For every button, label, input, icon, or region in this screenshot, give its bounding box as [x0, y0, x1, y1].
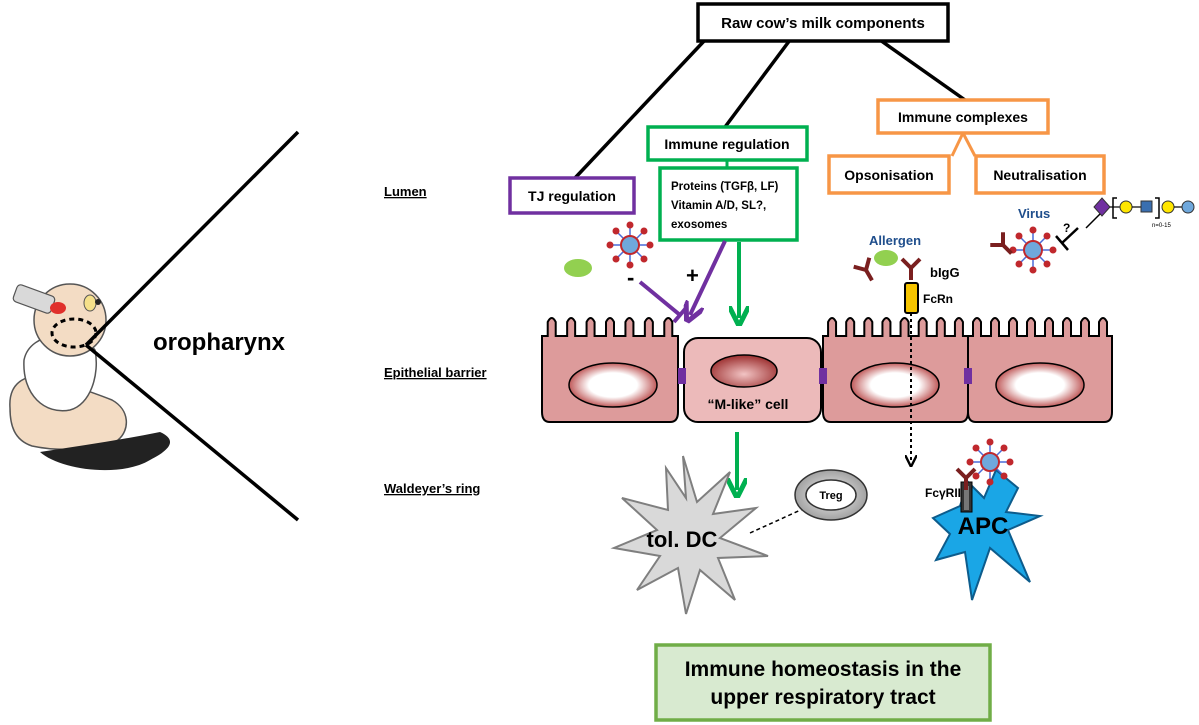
treg-label: Treg [819, 490, 842, 502]
immune-complexes-label: Immune complexes [898, 109, 1028, 125]
epithelial-cell-3 [822, 317, 969, 423]
opsonisation-box [827, 154, 951, 195]
bigg-label: bIgG [930, 265, 960, 280]
fcrn-label: FcRn [923, 292, 953, 306]
allergen-particle [874, 250, 898, 266]
fcrn-receptor [904, 282, 919, 314]
layer-epithelial-label: Epithelial barrier [384, 365, 487, 380]
inhibition-bar [1055, 235, 1069, 251]
detail-exosomes: exosomes [671, 219, 727, 231]
epithelial-nucleus [568, 362, 658, 408]
apc-label: APC [958, 513, 1009, 540]
apc-cell [931, 468, 1044, 601]
connector-neutralisation [961, 132, 977, 157]
tj-enhance-arrow [690, 240, 727, 315]
glycan-link [1085, 213, 1101, 229]
epithelial-nucleus [850, 362, 940, 408]
connector-tj [573, 38, 707, 180]
m-like-nucleus [710, 354, 778, 388]
immune-regulation-details-box [658, 166, 799, 242]
connector-opsonisation [950, 132, 965, 157]
oropharynx-lower-line [84, 343, 300, 522]
epithelial-nucleus [995, 362, 1085, 408]
infant-illustration [9, 283, 171, 471]
neutralising-antibody [990, 232, 1018, 260]
allergen-particle-left [564, 259, 592, 277]
connector-immune-complexes [878, 38, 967, 102]
oropharynx-label: oropharynx [153, 329, 286, 356]
allergen-label: Allergen [869, 233, 921, 248]
epithelial-cell-1 [541, 317, 679, 423]
fcgrii-label: FcγRII [925, 486, 961, 500]
connector-immune-regulation [723, 38, 792, 129]
glycan-structure [1093, 197, 1195, 219]
plus-sign: + [686, 263, 699, 288]
detail-vitamins: Vitamin A/D, SL?, [671, 200, 766, 212]
immune-regulation-box [646, 125, 809, 162]
treg-nucleus [805, 479, 857, 511]
tight-junction-1 [678, 368, 686, 384]
opsonisation-label: Opsonisation [844, 167, 933, 183]
homeostasis-line-2: upper respiratory tract [710, 686, 935, 709]
layer-lumen-label: Lumen [384, 184, 427, 199]
epithelial-cell-4 [967, 317, 1113, 423]
virus-particle [1008, 225, 1058, 275]
tolerogenic-dc [610, 455, 769, 615]
dc-treg-link [749, 507, 806, 534]
virus-particle-left [605, 220, 655, 270]
tj-regulation-box [508, 176, 636, 215]
bigg-antibody [900, 257, 922, 282]
tight-junction-3 [964, 368, 972, 384]
tj-inhibition-arrow [638, 280, 682, 317]
apc-virus [965, 437, 1015, 487]
tol-dc-label: tol. DC [647, 527, 718, 552]
minus-sign: - [627, 265, 634, 290]
glycan-repeat-label: n=0-15 [1152, 223, 1172, 229]
tight-junction-2 [819, 368, 827, 384]
inhibition-line [1061, 227, 1079, 244]
m-like-cell-label: “M-like” cell [708, 396, 789, 412]
raw-milk-label: Raw cow’s milk components [721, 15, 925, 32]
virus-label: Virus [1018, 206, 1050, 221]
immune-regulation-label: Immune regulation [664, 136, 789, 152]
fcgrii-core [964, 486, 969, 510]
immune-homeostasis-box [654, 643, 992, 722]
neutralisation-label: Neutralisation [993, 167, 1086, 183]
question-mark: ? [1063, 221, 1070, 235]
raw-milk-box [696, 2, 950, 43]
oropharynx-upper-line [84, 130, 300, 347]
tj-regulation-label: TJ regulation [528, 188, 616, 204]
neutralisation-box [974, 154, 1106, 195]
detail-proteins: Proteins (TGFβ, LF) [671, 181, 778, 193]
homeostasis-line-1: Immune homeostasis in the [685, 658, 962, 681]
layer-waldeyer-label: Waldeyer’s ring [384, 481, 480, 496]
